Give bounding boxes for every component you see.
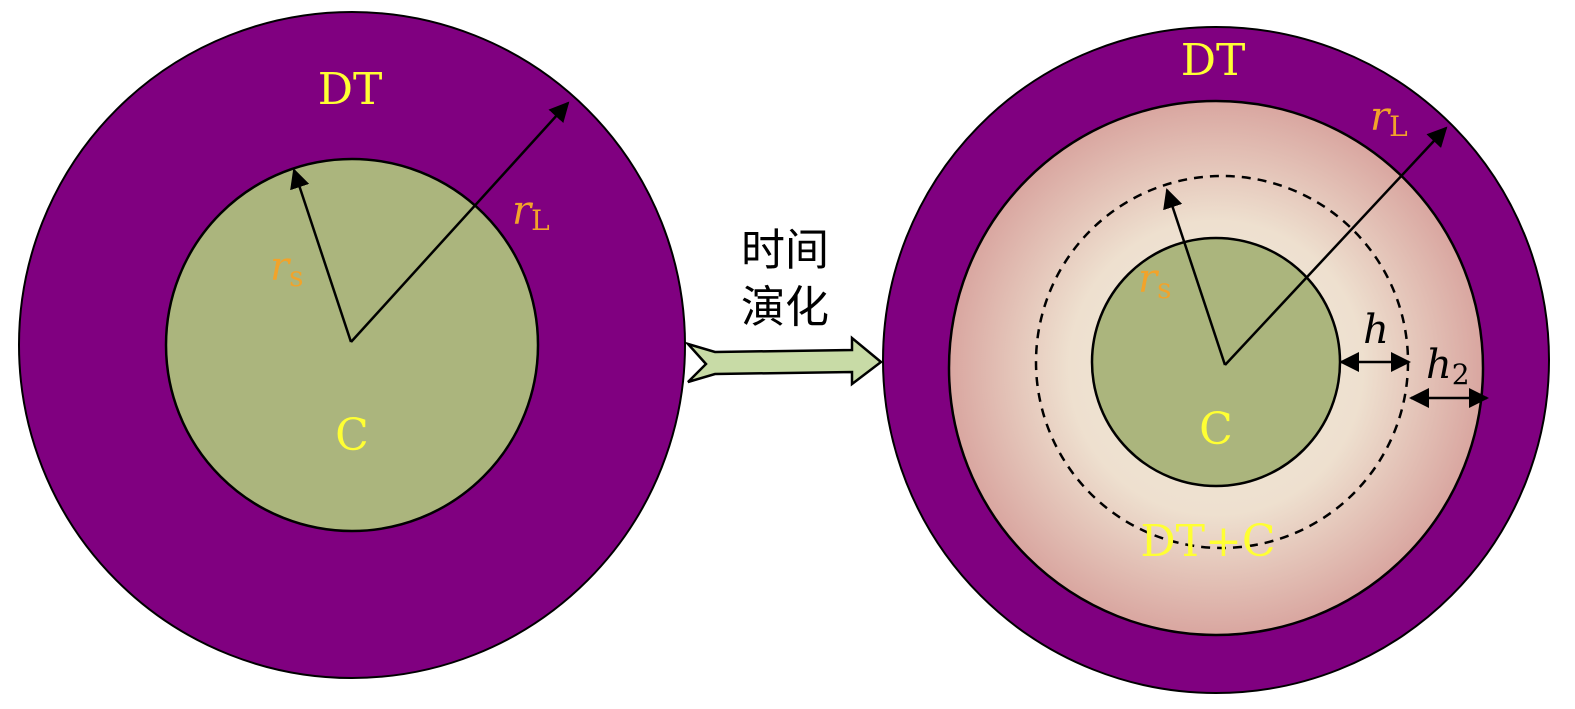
left-radius-large-arrow — [350, 101, 570, 343]
evolution-label-line2: 演化 — [741, 282, 829, 333]
right-dt-label: DT — [1181, 35, 1246, 86]
right-radius-small-arrow — [1163, 188, 1227, 366]
right-rs-label: rs — [1138, 256, 1172, 305]
right-c-label: C — [1199, 404, 1233, 455]
left-inner-c-core — [164, 157, 540, 533]
evolution-arrow-shape — [684, 335, 884, 387]
left-rs-label: rs — [270, 244, 304, 293]
left-c-label: C — [335, 410, 369, 461]
left-rl-label: rL — [512, 188, 550, 237]
left-diagram: DT C rs rL — [18, 11, 686, 679]
h2-label: h2 — [1426, 342, 1470, 391]
h-label: h — [1363, 307, 1389, 353]
right-radius-large-arrow — [1224, 126, 1448, 366]
right-diagram: DT C DT+C rs rL h h2 — [882, 26, 1550, 694]
left-radius-small-arrow — [290, 168, 353, 343]
left-dt-label: DT — [318, 64, 383, 115]
right-rl-label: rL — [1370, 94, 1408, 143]
right-mix-label: DT+C — [1140, 516, 1275, 567]
evolution-label-line1: 时间 — [741, 225, 829, 276]
time-evolution-arrow: 时间 演化 — [684, 225, 884, 387]
